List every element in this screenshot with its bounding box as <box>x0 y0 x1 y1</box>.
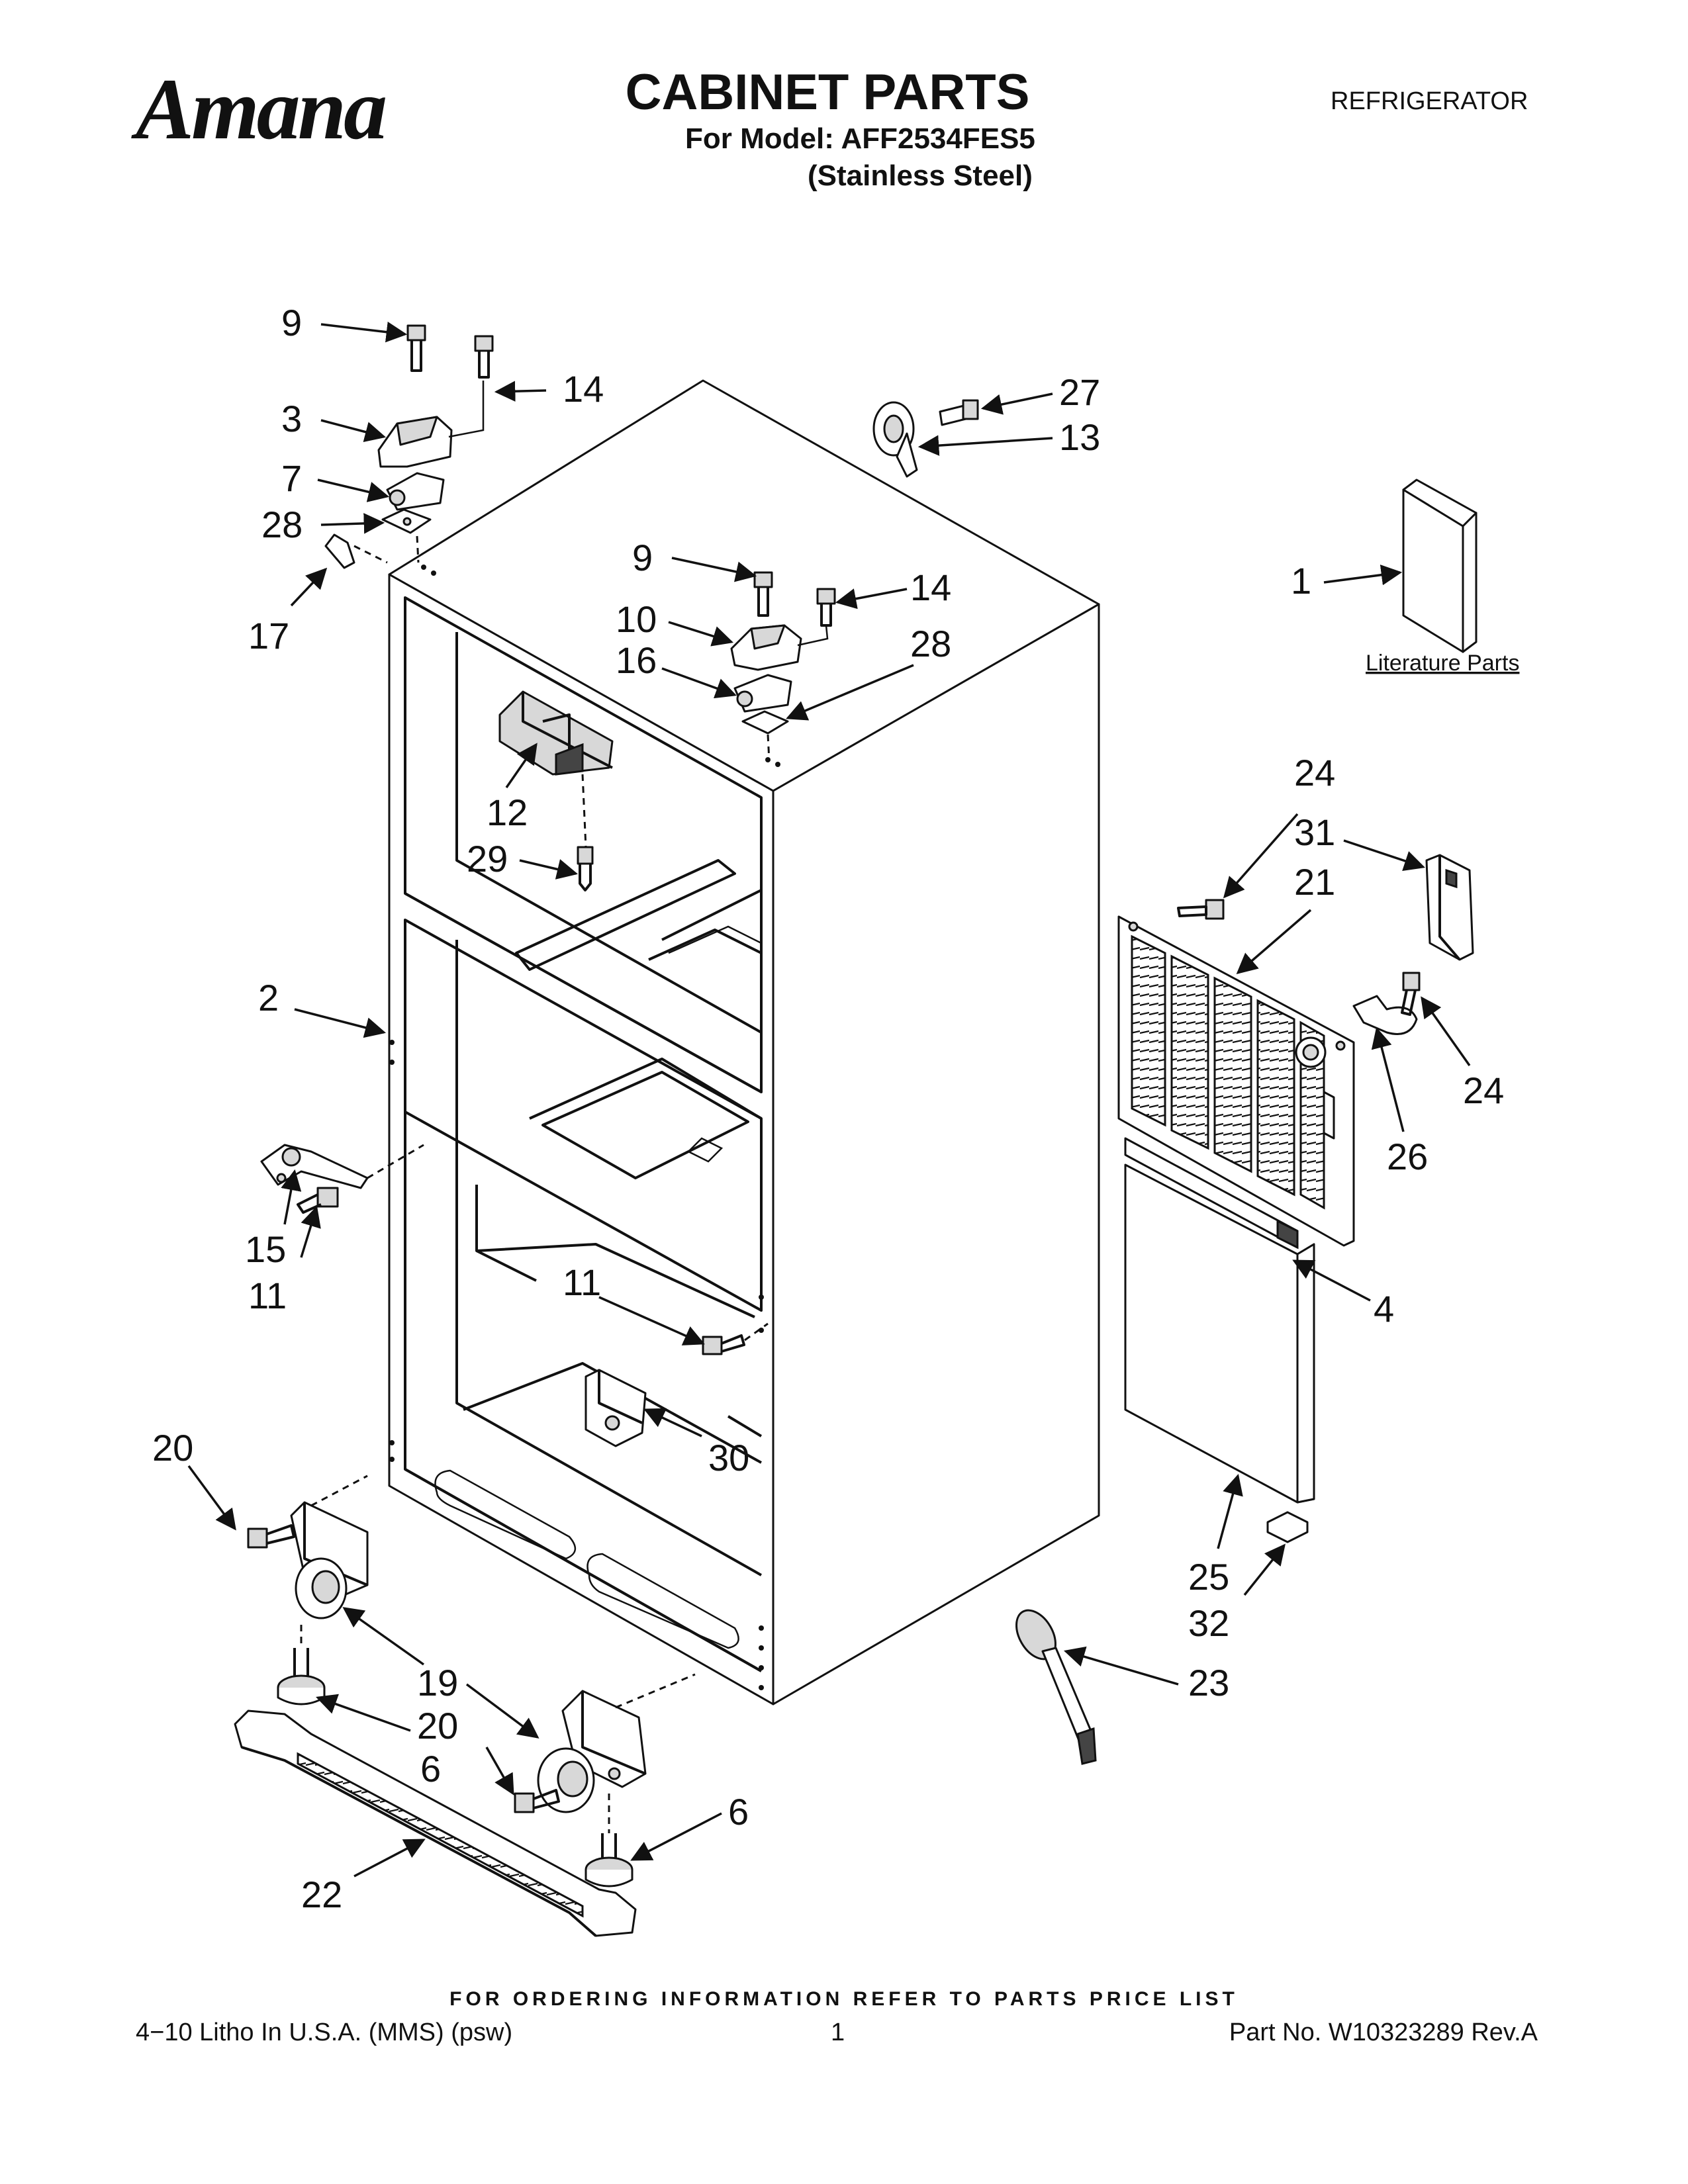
callout-10: 10 <box>616 598 657 640</box>
part-19-roller-right <box>537 1690 647 1813</box>
callout-20-right: 20 <box>417 1705 458 1747</box>
part-28-shim-top-left <box>381 508 432 534</box>
part-32-clip <box>1266 1511 1309 1543</box>
part-9-screw-top-center <box>753 571 773 617</box>
part-15-center-hinge <box>260 1144 369 1189</box>
model-line: For Model: AFF2534FES5 <box>685 122 1035 155</box>
callout-29: 29 <box>467 838 508 880</box>
cabinet <box>388 379 1100 1706</box>
part-14-screw-top-left <box>474 335 494 379</box>
callout-6-right: 6 <box>728 1791 749 1833</box>
callout-16: 16 <box>616 639 657 681</box>
part-3-hinge-cap <box>377 416 453 468</box>
leader-lines <box>187 322 1471 1878</box>
callout-11-left: 11 <box>248 1275 287 1316</box>
part-26-clip <box>1352 995 1418 1035</box>
part-17-hinge-pin <box>324 533 355 569</box>
part-9-screw-top-left <box>406 324 426 372</box>
part-number: Part No. W10323289 Rev.A <box>1229 2019 1538 2046</box>
part-6-leveler-left <box>277 1648 326 1706</box>
part-20-screw-left <box>247 1524 295 1549</box>
part-4-trim-strip <box>1124 1137 1299 1250</box>
cabinet-front <box>388 573 774 1706</box>
callout-15: 15 <box>245 1228 286 1270</box>
literature-parts-label: Literature Parts <box>1366 651 1519 676</box>
callout-32: 32 <box>1188 1602 1229 1644</box>
litho-note: 4−10 Litho In U.S.A. (MMS) (psw) <box>136 2019 513 2046</box>
callout-27: 27 <box>1059 371 1100 413</box>
finish-line: (Stainless Steel) <box>808 159 1033 192</box>
part-13-roller <box>872 401 918 478</box>
part-16-hinge <box>733 674 792 713</box>
callout-28-top-center: 28 <box>910 623 951 664</box>
part-1-literature <box>1402 478 1477 653</box>
part-24-screw-upper <box>1177 899 1225 920</box>
callout-30: 30 <box>708 1437 749 1479</box>
part-31-bracket <box>1425 854 1474 961</box>
callout-9-top-center: 9 <box>632 537 653 578</box>
callout-13: 13 <box>1059 416 1100 458</box>
part-10-hinge-cap <box>730 624 802 671</box>
callout-21: 21 <box>1294 861 1335 903</box>
product-category: REFRIGERATOR <box>1331 87 1528 115</box>
callout-17: 17 <box>248 615 289 657</box>
callout-11-center: 11 <box>563 1261 601 1303</box>
brand-logo: Amana <box>136 60 387 158</box>
callout-22: 22 <box>301 1874 342 1915</box>
page-number: 1 <box>831 2019 845 2046</box>
part-6-leveler-right <box>585 1833 633 1888</box>
callout-12: 12 <box>487 792 528 833</box>
part-30-lower-hinge <box>585 1369 647 1447</box>
callout-20-left: 20 <box>152 1427 193 1469</box>
part-24-screw-lower <box>1401 972 1421 1016</box>
part-25-kick-panel <box>1124 1163 1315 1504</box>
callout-24-upper: 24 <box>1294 752 1335 794</box>
part-7-hinge <box>386 472 445 511</box>
cabinet-side <box>772 603 1100 1706</box>
part-29-screw <box>577 846 594 891</box>
part-20-screw-right <box>514 1789 560 1813</box>
callout-26: 26 <box>1387 1136 1428 1177</box>
callout-numbers: 9 14 3 7 28 17 27 13 1 9 10 14 16 28 12 … <box>152 302 1504 1915</box>
part-11-screw-left <box>297 1187 339 1214</box>
callout-1: 1 <box>1291 560 1311 602</box>
callout-19: 19 <box>417 1662 458 1704</box>
callout-25: 25 <box>1188 1556 1229 1598</box>
callout-23: 23 <box>1188 1662 1229 1704</box>
callout-7: 7 <box>281 457 302 499</box>
callout-9-top-left: 9 <box>281 302 302 343</box>
callout-6-left: 6 <box>420 1748 441 1790</box>
part-22-base-grille <box>234 1709 637 1937</box>
part-23-wrench <box>1015 1609 1097 1765</box>
callout-4: 4 <box>1374 1288 1394 1330</box>
part-27-screw <box>939 399 979 426</box>
callout-14-top-center: 14 <box>910 567 951 608</box>
callout-14-top-left: 14 <box>563 368 604 410</box>
callout-3: 3 <box>281 398 302 439</box>
callout-28-top-left: 28 <box>261 504 303 545</box>
callout-24-lower: 24 <box>1463 1069 1504 1111</box>
part-11-screw-center <box>702 1334 745 1355</box>
callout-31: 31 <box>1294 811 1335 853</box>
part-28-shim-top-center <box>741 710 789 735</box>
part-21-access-cover <box>1117 915 1355 1247</box>
part-19-roller-left <box>290 1501 369 1619</box>
callout-2: 2 <box>258 977 279 1019</box>
ordering-note: FOR ORDERING INFORMATION REFER TO PARTS … <box>449 1988 1239 2010</box>
page-title: CABINET PARTS <box>625 64 1030 120</box>
